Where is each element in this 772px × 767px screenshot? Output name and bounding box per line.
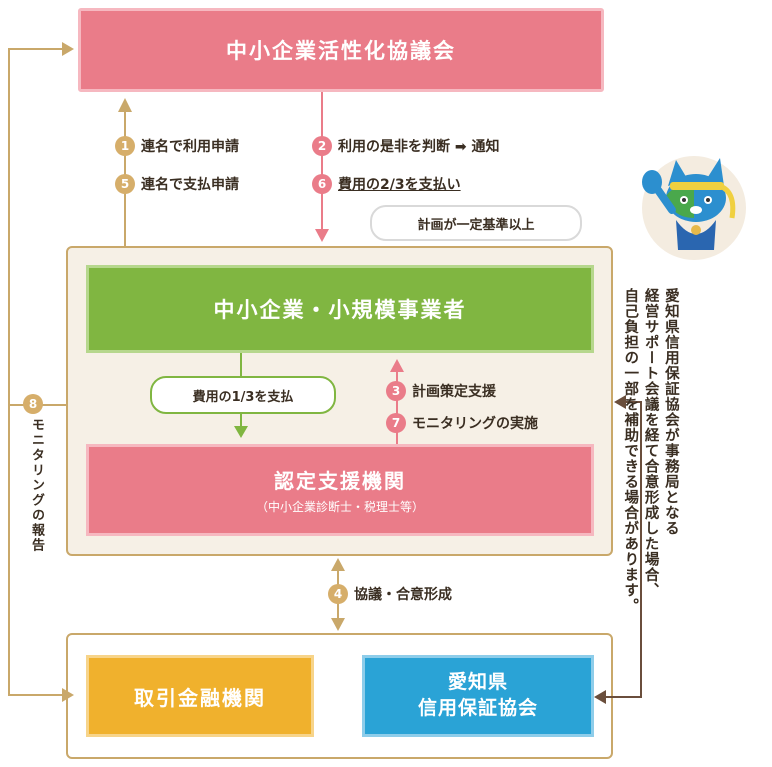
step-5-badge: 5 <box>115 174 135 194</box>
arrow-up-icon <box>331 558 345 571</box>
arrow-down-icon <box>315 229 329 242</box>
step-1-badge: 1 <box>115 136 135 156</box>
step-8-label: モニタリングの報告 <box>26 418 46 553</box>
note-line-2: 経営サポート会議を経て合意形成した場合、 <box>640 288 660 728</box>
step-1-label: 連名で利用申請 <box>141 136 239 156</box>
credit-guarantee-line1: 愛知県 <box>448 670 508 696</box>
arrow-right-icon <box>62 688 74 702</box>
pay-third-pill: 費用の1/3を支払 <box>150 376 336 414</box>
monitor-report-line <box>8 49 10 695</box>
arrow-down-icon <box>234 426 248 438</box>
sme-box: 中小企業・小規模事業者 <box>86 265 594 353</box>
step-3-label: 計画策定支援 <box>412 381 496 401</box>
step-2-label: 利用の是非を判断 ➡ 通知 <box>338 136 499 156</box>
bank-label: 取引金融機関 <box>134 682 266 711</box>
arrow-left-icon <box>594 690 606 704</box>
arrow-right-icon <box>62 42 74 56</box>
step-5-label: 連名で支払申請 <box>141 174 239 194</box>
support-org-sub: （中小企業診断士・税理士等） <box>256 498 424 515</box>
sme-label: 中小企業・小規模事業者 <box>214 294 467 324</box>
step-3-badge: 3 <box>386 381 406 401</box>
step-6-label: 費用の2/3を支払い <box>338 174 461 194</box>
pay-third-label: 費用の1/3を支払 <box>193 386 294 405</box>
monitor-line-top <box>8 48 64 50</box>
step-6-badge: 6 <box>312 174 332 194</box>
step-4: 4 協議・合意形成 <box>328 584 452 604</box>
step-8-badge: 8 <box>23 394 43 414</box>
step-1: 1 連名で利用申請 <box>115 136 239 156</box>
plan-criteria-pill: 計画が一定基準以上 <box>370 205 582 241</box>
council-box: 中小企業活性化協議会 <box>78 8 604 92</box>
step-5: 5 連名で支払申請 <box>115 174 239 194</box>
note-line-3: 自己負担の一部を補助できる場合があります。 <box>620 288 640 728</box>
credit-guarantee-line2: 信用保証協会 <box>418 696 538 722</box>
credit-guarantee-box: 愛知県 信用保証協会 <box>362 655 594 737</box>
step-4-label: 協議・合意形成 <box>354 584 452 604</box>
note-line-1: 愛知県信用保証協会が事務局となる <box>661 288 681 728</box>
bank-box: 取引金融機関 <box>86 655 314 737</box>
step-2-badge: 2 <box>312 136 332 156</box>
support-org-box: 認定支援機関 （中小企業診断士・税理士等） <box>86 444 594 536</box>
arrow-up-icon <box>390 359 404 372</box>
decision-line <box>321 92 323 232</box>
step-4-badge: 4 <box>328 584 348 604</box>
step-7-badge: 7 <box>386 413 406 433</box>
step-2: 2 利用の是非を判断 ➡ 通知 <box>312 136 499 156</box>
arrow-up-icon <box>118 98 132 112</box>
support-org-label: 認定支援機関 <box>274 465 406 494</box>
plan-criteria-label: 計画が一定基準以上 <box>417 214 534 233</box>
step-3: 3 計画策定支援 <box>386 381 496 401</box>
arrow-down-icon <box>331 618 345 631</box>
step-7-label: モニタリングの実施 <box>412 413 538 433</box>
mascot-cat-icon <box>628 130 754 260</box>
council-label: 中小企業活性化協議会 <box>226 35 456 65</box>
monitor-line-bottom <box>8 694 64 696</box>
subsidy-note: 愛知県信用保証協会が事務局となる 経営サポート会議を経て合意形成した場合、 自己… <box>620 288 681 728</box>
step-6: 6 費用の2/3を支払い <box>312 174 461 194</box>
step-7: 7 モニタリングの実施 <box>386 413 538 433</box>
